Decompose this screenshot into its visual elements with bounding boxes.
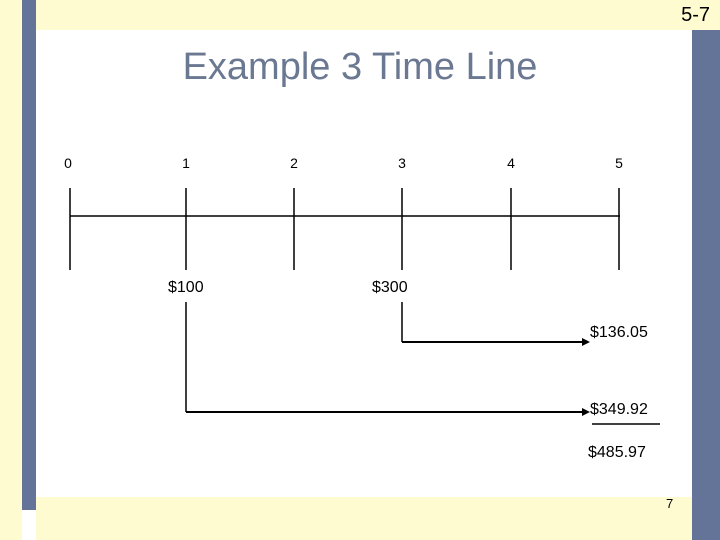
bottom-band (36, 497, 692, 540)
top-band (0, 0, 720, 30)
right-stripe (692, 30, 720, 540)
total-future-value: $485.97 (588, 444, 646, 461)
cash-flow-period-3: $300 (372, 279, 408, 296)
left-band (0, 0, 22, 540)
future-value-2: $349.92 (590, 401, 648, 418)
slide-title-text: Example 3 Time Line (182, 46, 538, 88)
period-label-3: 3 (398, 155, 406, 171)
left-stripe (22, 0, 36, 510)
period-label-2: 2 (290, 155, 298, 171)
period-label-5: 5 (615, 155, 623, 171)
period-label-1: 1 (182, 155, 190, 171)
future-value-1: $136.05 (590, 324, 648, 341)
page-number: 7 (666, 496, 674, 511)
arrow-3-head (582, 338, 590, 346)
arrow-1-head (582, 408, 590, 416)
slide-number: 5-7 (681, 4, 710, 26)
cash-flow-period-1: $100 (168, 279, 204, 296)
period-label-4: 4 (507, 155, 515, 171)
period-label-0: 0 (64, 155, 72, 171)
slide-title: Example 3 Time Line (0, 46, 720, 89)
